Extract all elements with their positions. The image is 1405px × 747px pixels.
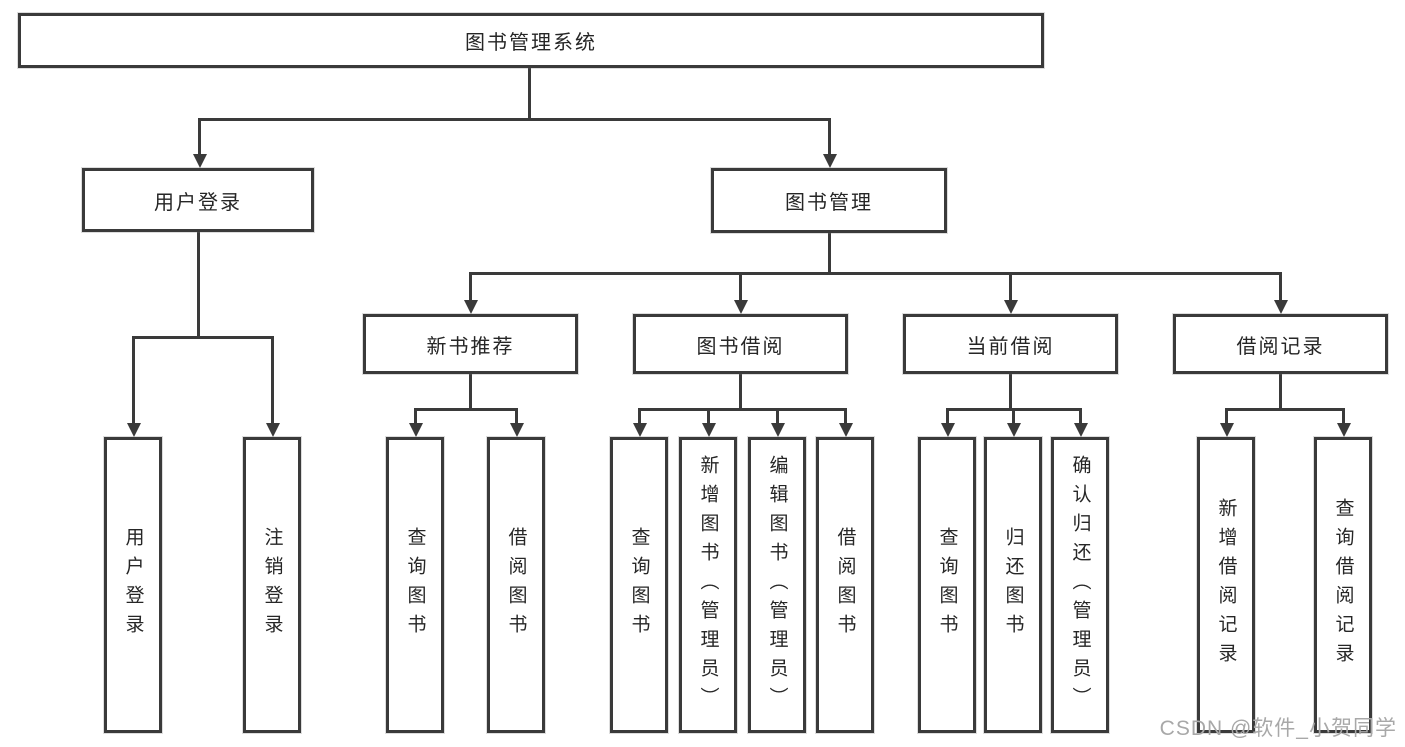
arrowhead-to-br-add-record xyxy=(1219,408,1234,437)
leaf-cb-query-books: 查询图书 xyxy=(918,437,976,733)
arrowhead-to-bb-query-books xyxy=(632,408,647,437)
arrowhead-to-book-management xyxy=(822,118,837,168)
arrowhead-to-user-login xyxy=(192,118,207,168)
arrowhead-to-cb-confirm-return xyxy=(1073,408,1088,437)
connector-book-management-bar xyxy=(469,272,1282,275)
arrowhead-to-current-borrowing xyxy=(1003,272,1018,314)
leaf-nb-borrow-books: 借阅图书 xyxy=(487,437,545,733)
leaf-cb-return-books: 归还图书 xyxy=(984,437,1042,733)
leaf-bb-add-book-admin: 新增图书（管理员） xyxy=(679,437,737,733)
arrowhead-to-bb-edit-book xyxy=(770,408,785,437)
leaf-br-query-borrow-record: 查询借阅记录 xyxy=(1314,437,1372,733)
arrowhead-to-bb-add-book xyxy=(701,408,716,437)
arrowhead-to-nb-query-books xyxy=(408,408,423,437)
arrowhead-to-borrowing-records xyxy=(1273,272,1288,314)
node-borrowing-records: 借阅记录 xyxy=(1173,314,1388,374)
connector-user-login-bar xyxy=(132,336,274,339)
node-new-book-recommendation: 新书推荐 xyxy=(363,314,578,374)
csdn-watermark: CSDN @软件_小贺同学 xyxy=(1159,717,1397,740)
leaf-user-login: 用户登录 xyxy=(104,437,162,733)
connector-borrowing-records-bar xyxy=(1225,408,1345,411)
arrowhead-to-book-borrowing xyxy=(733,272,748,314)
connector-current-borrowing-stem xyxy=(1009,372,1012,411)
connector-user-login-stem xyxy=(197,230,200,339)
connector-root-bar xyxy=(198,118,831,121)
arrowhead-to-nb-borrow-books xyxy=(509,408,524,437)
leaf-bb-query-books: 查询图书 xyxy=(610,437,668,733)
leaf-br-add-borrow-record: 新增借阅记录 xyxy=(1197,437,1255,733)
leaf-cb-confirm-return-admin: 确认归还（管理员） xyxy=(1051,437,1109,733)
arrowhead-to-leaf-user-login xyxy=(126,336,141,437)
connector-root-stem xyxy=(528,67,531,121)
connector-book-management-stem xyxy=(828,231,831,275)
connector-book-borrowing-stem xyxy=(739,372,742,411)
arrowhead-to-leaf-logout xyxy=(265,336,280,437)
node-user-login: 用户登录 xyxy=(82,168,314,232)
arrowhead-to-new-book-recommendation xyxy=(463,272,478,314)
connector-new-book-stem xyxy=(469,372,472,411)
leaf-nb-query-books: 查询图书 xyxy=(386,437,444,733)
connector-new-book-bar xyxy=(414,408,518,411)
connector-book-borrowing-bar xyxy=(638,408,847,411)
connector-borrowing-records-stem xyxy=(1279,372,1282,411)
arrowhead-to-cb-query-books xyxy=(940,408,955,437)
node-book-management-system: 图书管理系统 xyxy=(18,13,1044,68)
node-book-management: 图书管理 xyxy=(711,168,947,233)
node-current-borrowing: 当前借阅 xyxy=(903,314,1118,374)
leaf-bb-edit-book-admin: 编辑图书（管理员） xyxy=(748,437,806,733)
arrowhead-to-bb-borrow-books xyxy=(838,408,853,437)
arrowhead-to-cb-return-books xyxy=(1006,408,1021,437)
leaf-bb-borrow-books: 借阅图书 xyxy=(816,437,874,733)
leaf-logout-login: 注销登录 xyxy=(243,437,301,733)
node-book-borrowing: 图书借阅 xyxy=(633,314,848,374)
arrowhead-to-br-query-record xyxy=(1336,408,1351,437)
